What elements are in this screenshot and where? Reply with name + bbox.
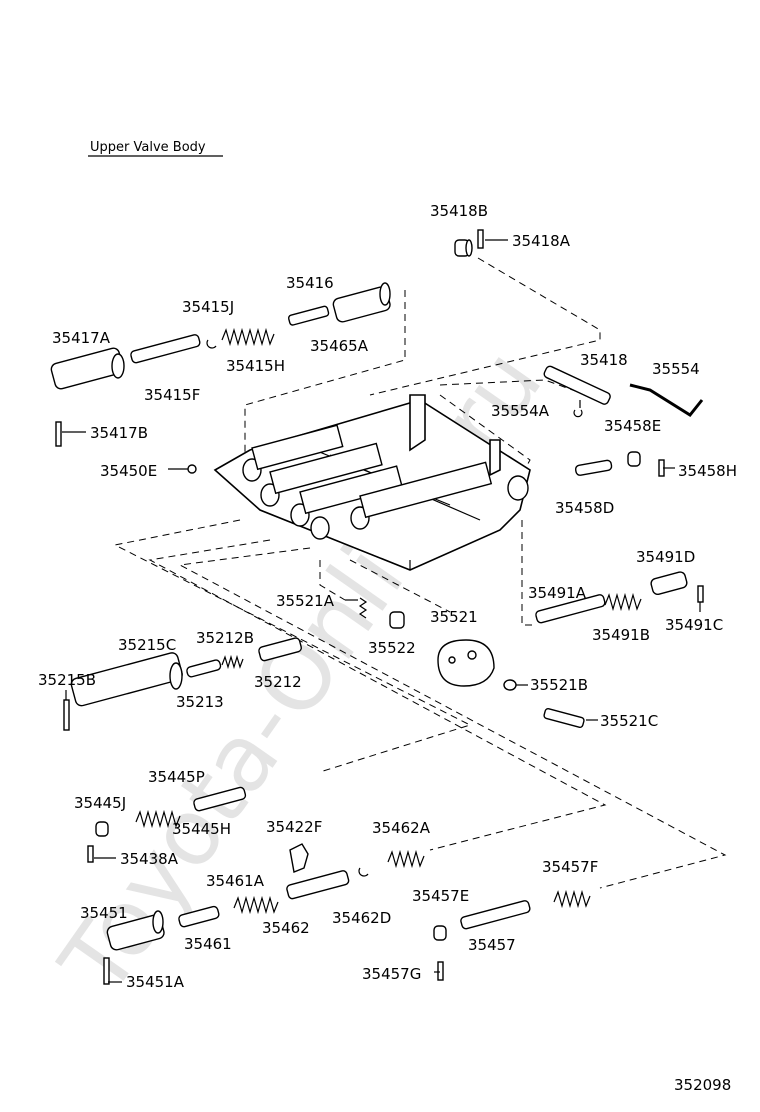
- part-35521B[interactable]: [503, 679, 517, 691]
- part-35451A[interactable]: [103, 957, 110, 985]
- part-35415F[interactable]: [130, 334, 201, 364]
- label-35438A: 35438A: [120, 850, 179, 868]
- label-35554: 35554: [652, 360, 700, 378]
- part-35462D[interactable]: [358, 867, 369, 877]
- label-35491A: 35491A: [528, 584, 587, 602]
- label-35491D: 35491D: [636, 548, 695, 566]
- part-35458D[interactable]: [574, 459, 613, 476]
- part-35213[interactable]: [186, 659, 222, 678]
- label-35451A: 35451A: [126, 973, 185, 991]
- part-labels: 35418B 35418A 35416 35415J 35417A 35465A…: [38, 202, 737, 991]
- part-35457G[interactable]: [437, 961, 444, 981]
- part-35491C[interactable]: [697, 585, 704, 603]
- part-35445P[interactable]: [135, 809, 181, 829]
- part-35451[interactable]: [106, 910, 165, 951]
- label-35521C: 35521C: [600, 712, 658, 730]
- label-35445H: 35445H: [172, 820, 231, 838]
- label-35457: 35457: [468, 936, 516, 954]
- label-35415H: 35415H: [226, 357, 285, 375]
- label-35458D: 35458D: [555, 499, 614, 517]
- part-35462A[interactable]: [387, 849, 425, 869]
- part-35418[interactable]: [543, 365, 612, 405]
- label-35522: 35522: [368, 639, 416, 657]
- label-35457F: 35457F: [542, 858, 598, 876]
- label-35462A: 35462A: [372, 819, 431, 837]
- label-35521A: 35521A: [276, 592, 335, 610]
- label-35417A: 35417A: [52, 329, 111, 347]
- part-35417A[interactable]: [50, 347, 125, 390]
- label-35416: 35416: [286, 274, 334, 292]
- part-35521C[interactable]: [543, 707, 585, 729]
- label-35415J: 35415J: [182, 298, 234, 316]
- leader-lines: [62, 239, 701, 983]
- part-35415J[interactable]: [206, 339, 217, 349]
- part-35212B[interactable]: [221, 654, 244, 670]
- part-35418B[interactable]: [454, 239, 473, 257]
- label-35451: 35451: [80, 904, 128, 922]
- part-35554[interactable]: [629, 383, 704, 417]
- part-35461A[interactable]: [233, 895, 279, 915]
- label-35215B: 35215B: [38, 671, 96, 689]
- label-35457G: 35457G: [362, 965, 421, 983]
- valve-bores: [242, 424, 529, 540]
- label-35212: 35212: [254, 673, 302, 691]
- part-35457[interactable]: [460, 900, 531, 930]
- label-35458E: 35458E: [604, 417, 661, 435]
- part-35212[interactable]: [258, 637, 302, 662]
- part-35491B[interactable]: [604, 592, 642, 612]
- label-35462: 35462: [262, 919, 310, 937]
- part-35422F[interactable]: [289, 843, 309, 873]
- part-35521A[interactable]: [358, 597, 368, 619]
- label-35445P: 35445P: [148, 768, 205, 786]
- part-35417B[interactable]: [55, 421, 62, 447]
- part-35491D[interactable]: [650, 571, 688, 596]
- part-35438A[interactable]: [87, 845, 94, 863]
- label-35461: 35461: [184, 935, 232, 953]
- label-35450E: 35450E: [100, 462, 157, 480]
- label-35417B: 35417B: [90, 424, 148, 442]
- label-35554A: 35554A: [491, 402, 550, 420]
- label-35415F: 35415F: [144, 386, 200, 404]
- label-35418B: 35418B: [430, 202, 488, 220]
- part-35450E[interactable]: [187, 464, 197, 474]
- part-35457E[interactable]: [433, 925, 447, 941]
- part-35215C[interactable]: [70, 652, 183, 708]
- label-35521B: 35521B: [530, 676, 588, 694]
- part-35458E[interactable]: [627, 451, 641, 467]
- label-35458H: 35458H: [678, 462, 737, 480]
- label-35465A: 35465A: [310, 337, 369, 355]
- label-35457E: 35457E: [412, 887, 469, 905]
- label-35491B: 35491B: [592, 626, 650, 644]
- part-35457F[interactable]: [553, 889, 591, 909]
- label-35491C: 35491C: [665, 616, 723, 634]
- part-35418A[interactable]: [477, 229, 484, 249]
- part-35491A[interactable]: [535, 594, 606, 624]
- part-35461[interactable]: [178, 905, 220, 928]
- label-35461A: 35461A: [206, 872, 265, 890]
- part-35521[interactable]: [437, 639, 495, 687]
- section-title: Upper Valve Body: [90, 140, 206, 155]
- label-35418: 35418: [580, 351, 628, 369]
- part-35215B[interactable]: [63, 699, 70, 731]
- part-35554A[interactable]: [573, 409, 583, 418]
- figure-number: 352098: [674, 1076, 731, 1094]
- part-35415H[interactable]: [221, 327, 275, 347]
- label-35212B: 35212B: [196, 629, 254, 647]
- label-35445J: 35445J: [74, 794, 126, 812]
- part-35445H[interactable]: [193, 786, 247, 812]
- part-35522[interactable]: [389, 611, 405, 629]
- label-35418A: 35418A: [512, 232, 571, 250]
- label-35213: 35213: [176, 693, 224, 711]
- label-35215C: 35215C: [118, 636, 176, 654]
- part-35445J[interactable]: [95, 821, 109, 837]
- valve-body-housing: [213, 394, 531, 571]
- part-35416[interactable]: [287, 305, 330, 326]
- part-35465A[interactable]: [332, 282, 391, 323]
- label-35521: 35521: [430, 608, 478, 626]
- label-35462D: 35462D: [332, 909, 391, 927]
- label-35422F: 35422F: [266, 818, 322, 836]
- part-35462[interactable]: [286, 870, 350, 900]
